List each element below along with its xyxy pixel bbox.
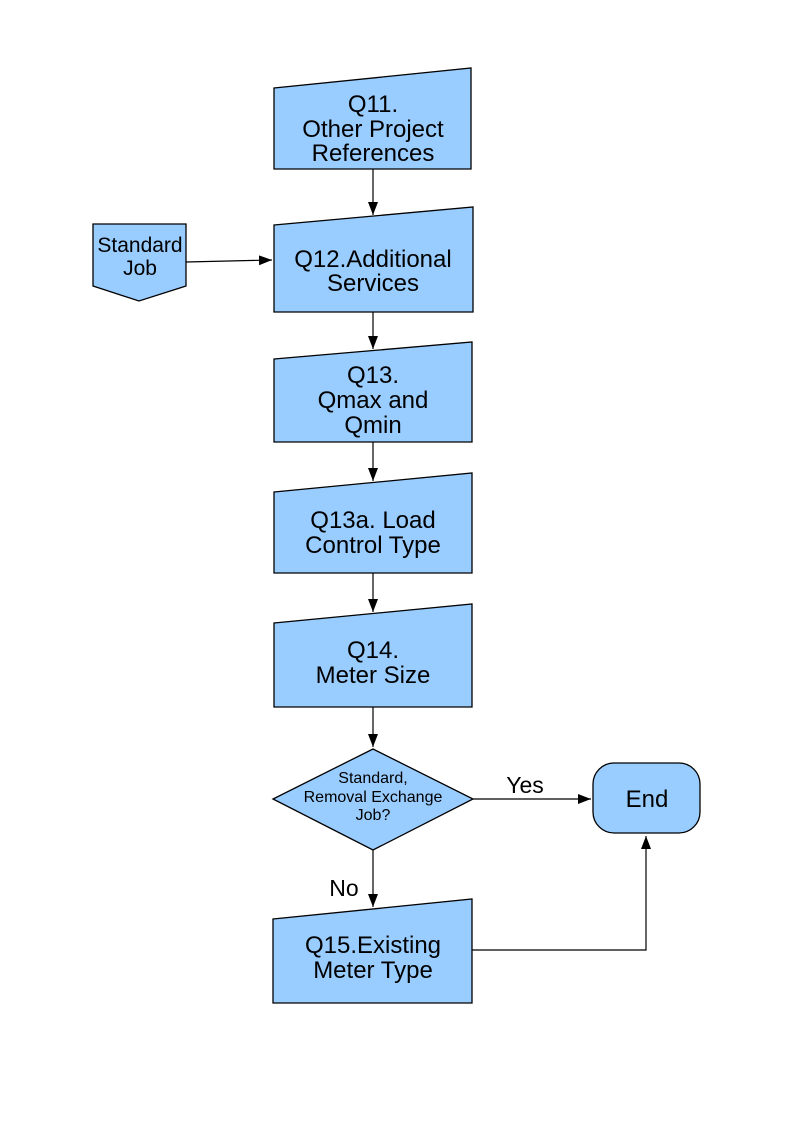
q14-shape: [273, 603, 473, 708]
q11-label-line1: Q11.: [348, 91, 398, 118]
decision-shape: [271, 748, 475, 851]
node-q12: Q12.Additional Services: [273, 206, 474, 313]
decision-label-line3: Job?: [356, 807, 391, 824]
end-shape: [592, 762, 701, 834]
q12-label-line2: Services: [327, 270, 419, 297]
node-q11: Q11. Other Project References: [273, 67, 472, 170]
node-standard-job: Standard Job: [92, 223, 187, 302]
q11-shape: [273, 67, 472, 170]
standard-job-shape: [92, 223, 187, 302]
edge-label-no: No: [329, 875, 358, 901]
standard-job-label-line1: Standard: [97, 234, 182, 257]
q14-label-line2: Meter Size: [316, 662, 431, 689]
q13-label-line2: Qmax and: [318, 387, 429, 414]
q12-shape: [273, 206, 474, 313]
q13a-label-line1: Q13a. Load: [310, 507, 435, 534]
edge-label-yes: Yes: [506, 772, 544, 798]
arrow-q15-to-end: [472, 836, 651, 951]
node-end: End: [592, 762, 701, 834]
q15-label-line2: Meter Type: [313, 957, 433, 984]
end-label: End: [626, 786, 669, 813]
decision-label-line1: Standard,: [338, 770, 407, 787]
standard-job-label-line2: Job: [123, 257, 157, 280]
arrow-standard-job-to-q12: [185, 255, 273, 266]
node-decision: Standard, Removal Exchange Job?: [271, 748, 475, 851]
node-q15: Q15.Existing Meter Type: [272, 898, 473, 1004]
q12-label-line1: Q12.Additional: [294, 246, 451, 273]
q14-label-line1: Q14.: [347, 637, 399, 664]
q15-label-line1: Q15.Existing: [305, 932, 441, 959]
q15-shape: [272, 898, 473, 1004]
node-q14: Q14. Meter Size: [273, 603, 473, 708]
q13a-label-line2: Control Type: [305, 532, 441, 559]
node-q13: Q13. Qmax and Qmin: [273, 341, 473, 443]
q13-label-line3: Qmin: [344, 412, 401, 439]
node-q13a: Q13a. Load Control Type: [273, 472, 473, 574]
q13-shape: [273, 341, 473, 443]
decision-label-line2: Removal Exchange: [304, 789, 443, 806]
q11-label-line2: Other Project: [302, 116, 444, 143]
q11-label-line3: References: [312, 140, 435, 167]
q13a-shape: [273, 472, 473, 574]
q13-label-line1: Q13.: [347, 362, 399, 389]
